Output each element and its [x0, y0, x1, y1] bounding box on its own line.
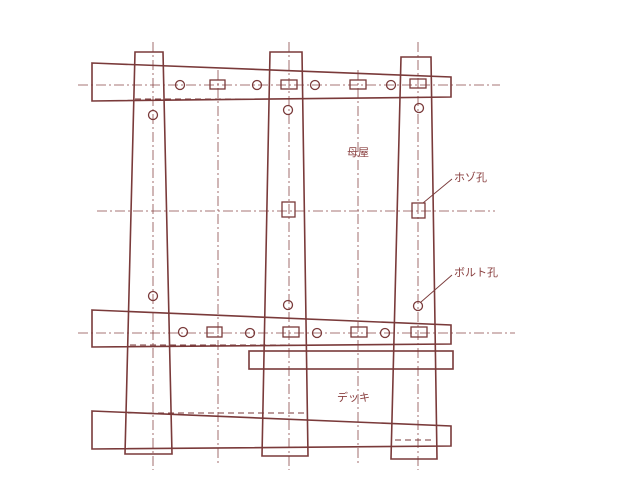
tenon-hole [282, 326, 300, 338]
top-beam [91, 62, 452, 102]
tenon-hole-leader [422, 178, 453, 204]
bolt-hole [309, 79, 321, 91]
post-center [261, 51, 309, 457]
hidden-lines [128, 98, 435, 441]
tenon-hole [280, 79, 298, 90]
tenon-hole [409, 78, 427, 89]
leader-lines [420, 178, 453, 303]
bolt-hole-leader [420, 274, 453, 303]
tenon-holes [206, 78, 428, 338]
bottom-beam [91, 410, 452, 450]
tenon-hole [206, 326, 223, 338]
tenon-hole [349, 79, 367, 90]
post-left [124, 51, 173, 455]
tenon-hole [410, 326, 428, 338]
bolt-hole [412, 300, 424, 312]
bolt-hole [413, 102, 425, 114]
bolt-hole [177, 326, 189, 338]
bolt-hole [147, 109, 159, 121]
center-lines [78, 42, 515, 470]
tenon-hole [350, 326, 368, 338]
main-house-label: 母屋 [347, 146, 369, 159]
bolt-hole [244, 327, 256, 339]
tenon-hole-label: ホゾ孔 [454, 171, 487, 184]
tenon-hole [209, 79, 226, 90]
deck-label: デッキ [337, 391, 370, 404]
bolt-hole-label: ボルト孔 [454, 266, 498, 279]
bolt-hole [311, 327, 323, 339]
tenon-hole [281, 201, 296, 218]
bolt-hole [282, 104, 294, 116]
deck-beam [248, 350, 454, 370]
bolt-hole [174, 79, 186, 91]
tenon-hole [411, 202, 426, 219]
framing-lines [78, 42, 515, 470]
bolt-hole [147, 290, 159, 302]
bolt-hole [385, 79, 397, 91]
bolt-hole [282, 299, 294, 311]
bolt-hole [251, 79, 263, 91]
post-right [390, 56, 438, 460]
middle-beam [91, 309, 452, 348]
bolt-holes [147, 79, 425, 339]
bolt-hole [379, 327, 391, 339]
